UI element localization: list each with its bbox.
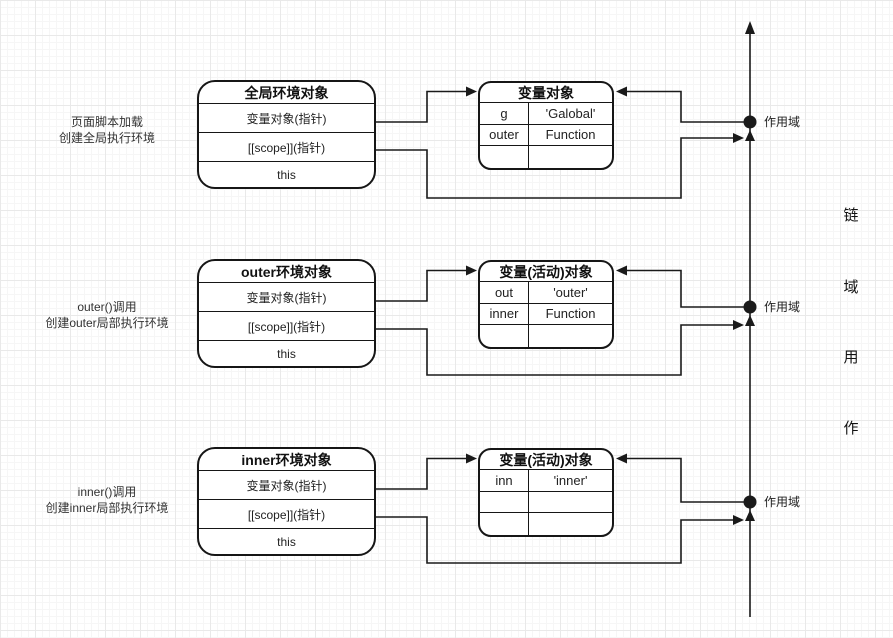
- stage-label-global-line1: 页面脚本加载: [70, 115, 143, 129]
- table-cell-value: Function: [529, 304, 612, 326]
- envbox-global: 全局环境对象 变量对象(指针) [[scope]](指针) this: [197, 80, 376, 189]
- table-cell-key: out: [480, 282, 529, 304]
- table-cell-key: [480, 491, 529, 514]
- g3-varobj-pointer-line: [376, 457, 466, 490]
- stage-label-global-line2: 创建全局执行环境: [58, 131, 155, 145]
- axis-char-yong: 用: [843, 349, 859, 366]
- g2-axis-arrow-up-icon: [745, 315, 755, 326]
- envbox-global-title: 全局环境对象: [199, 82, 374, 104]
- envbox-outer-row-scope: [[scope]](指针): [199, 312, 374, 341]
- g1-varobj-pointer-line: [376, 90, 466, 123]
- stage-label-outer: outer()调用 创建outer局部执行环境: [13, 299, 201, 331]
- vartable-global-title: 变量对象: [480, 83, 612, 103]
- table-cell-value: 'Galobal': [529, 103, 612, 125]
- table-cell-value: [529, 146, 612, 168]
- g1-arrow-into-axis-icon: [733, 133, 744, 143]
- envbox-inner: inner环境对象 变量对象(指针) [[scope]](指针) this: [197, 447, 376, 556]
- table-cell-value: 'outer': [529, 282, 612, 304]
- vartable-outer-grid: out 'outer' inner Function: [480, 282, 612, 347]
- envbox-inner-row-varobj: 变量对象(指针): [199, 471, 374, 500]
- vartable-global-grid: g 'Galobal' outer Function: [480, 103, 612, 168]
- stage-label-inner-line1: inner()调用: [77, 485, 137, 499]
- envbox-outer-row-this: this: [277, 346, 296, 361]
- g1-scope-node-to-table-line: [627, 90, 744, 123]
- stage-label-global: 页面脚本加载 创建全局执行环境: [13, 114, 201, 146]
- g2-scope-node-to-table-line: [627, 269, 744, 308]
- axis-char-yu: 域: [843, 279, 859, 296]
- vartable-outer: 变量(活动)对象 out 'outer' inner Function: [478, 260, 614, 349]
- g3-scope-node-dot: [743, 495, 757, 509]
- g2-scope-node-dot: [743, 300, 757, 314]
- g1-scope-node-dot: [743, 115, 757, 129]
- g1-axis-arrow-up-icon: [745, 130, 755, 141]
- scope-marker-global: 作用域: [764, 115, 801, 129]
- vartable-outer-title: 变量(活动)对象: [480, 262, 612, 282]
- g2-arrow-into-table-right-icon: [616, 265, 627, 276]
- g3-arrow-into-table-right-icon: [616, 453, 627, 464]
- table-cell-value: [529, 513, 612, 535]
- table-cell-key: inner: [480, 303, 529, 326]
- table-cell-key: [480, 325, 529, 347]
- table-cell-key: [480, 513, 529, 535]
- g1-arrow-into-table-right-icon: [616, 86, 627, 97]
- scope-marker-inner: 作用域: [764, 495, 801, 509]
- envbox-outer-title: outer环境对象: [199, 261, 374, 283]
- envbox-outer: outer环境对象 变量对象(指针) [[scope]](指针) this: [197, 259, 376, 368]
- table-cell-key: g: [480, 103, 529, 125]
- table-cell-value: Function: [529, 125, 612, 147]
- vartable-inner: 变量(活动)对象 inn 'inner': [478, 448, 614, 537]
- table-cell-value: [529, 492, 612, 514]
- envbox-outer-row-varobj: 变量对象(指针): [199, 283, 374, 312]
- table-cell-key: [480, 146, 529, 168]
- table-cell-value: 'inner': [529, 470, 612, 492]
- stage-label-outer-line2: 创建outer局部执行环境: [45, 316, 169, 330]
- table-cell-key: inn: [480, 470, 529, 492]
- scope-marker-outer: 作用域: [764, 300, 801, 314]
- g2-varobj-pointer-line: [376, 269, 466, 302]
- vartable-inner-grid: inn 'inner': [480, 470, 612, 535]
- table-cell-key: outer: [480, 124, 529, 147]
- envbox-inner-row-scope: [[scope]](指针): [199, 500, 374, 529]
- stage-label-outer-line1: outer()调用: [77, 300, 137, 314]
- g2-arrow-into-table-left-icon: [466, 265, 477, 276]
- scope-chain-axis-arrow-up-icon: [745, 21, 755, 34]
- axis-char-zuo: 作: [843, 420, 859, 437]
- stage-label-inner-line2: 创建inner局部执行环境: [45, 501, 169, 515]
- table-cell-value: [529, 325, 612, 347]
- envbox-global-row-varobj: 变量对象(指针): [199, 104, 374, 133]
- axis-char-chain: 链: [843, 207, 859, 224]
- stage-label-inner: inner()调用 创建inner局部执行环境: [13, 484, 201, 516]
- envbox-global-row-scope: [[scope]](指针): [199, 133, 374, 162]
- envbox-inner-title: inner环境对象: [199, 449, 374, 471]
- g2-arrow-into-axis-icon: [733, 320, 744, 330]
- g1-arrow-into-table-left-icon: [466, 86, 477, 97]
- g3-scope-node-to-table-line: [627, 457, 744, 503]
- g3-arrow-into-axis-icon: [733, 515, 744, 525]
- envbox-global-row-this: this: [277, 167, 296, 182]
- envbox-inner-row-this: this: [277, 534, 296, 549]
- g3-axis-arrow-up-icon: [745, 510, 755, 521]
- vartable-global: 变量对象 g 'Galobal' outer Function: [478, 81, 614, 170]
- vartable-inner-title: 变量(活动)对象: [480, 450, 612, 470]
- g3-arrow-into-table-left-icon: [466, 453, 477, 464]
